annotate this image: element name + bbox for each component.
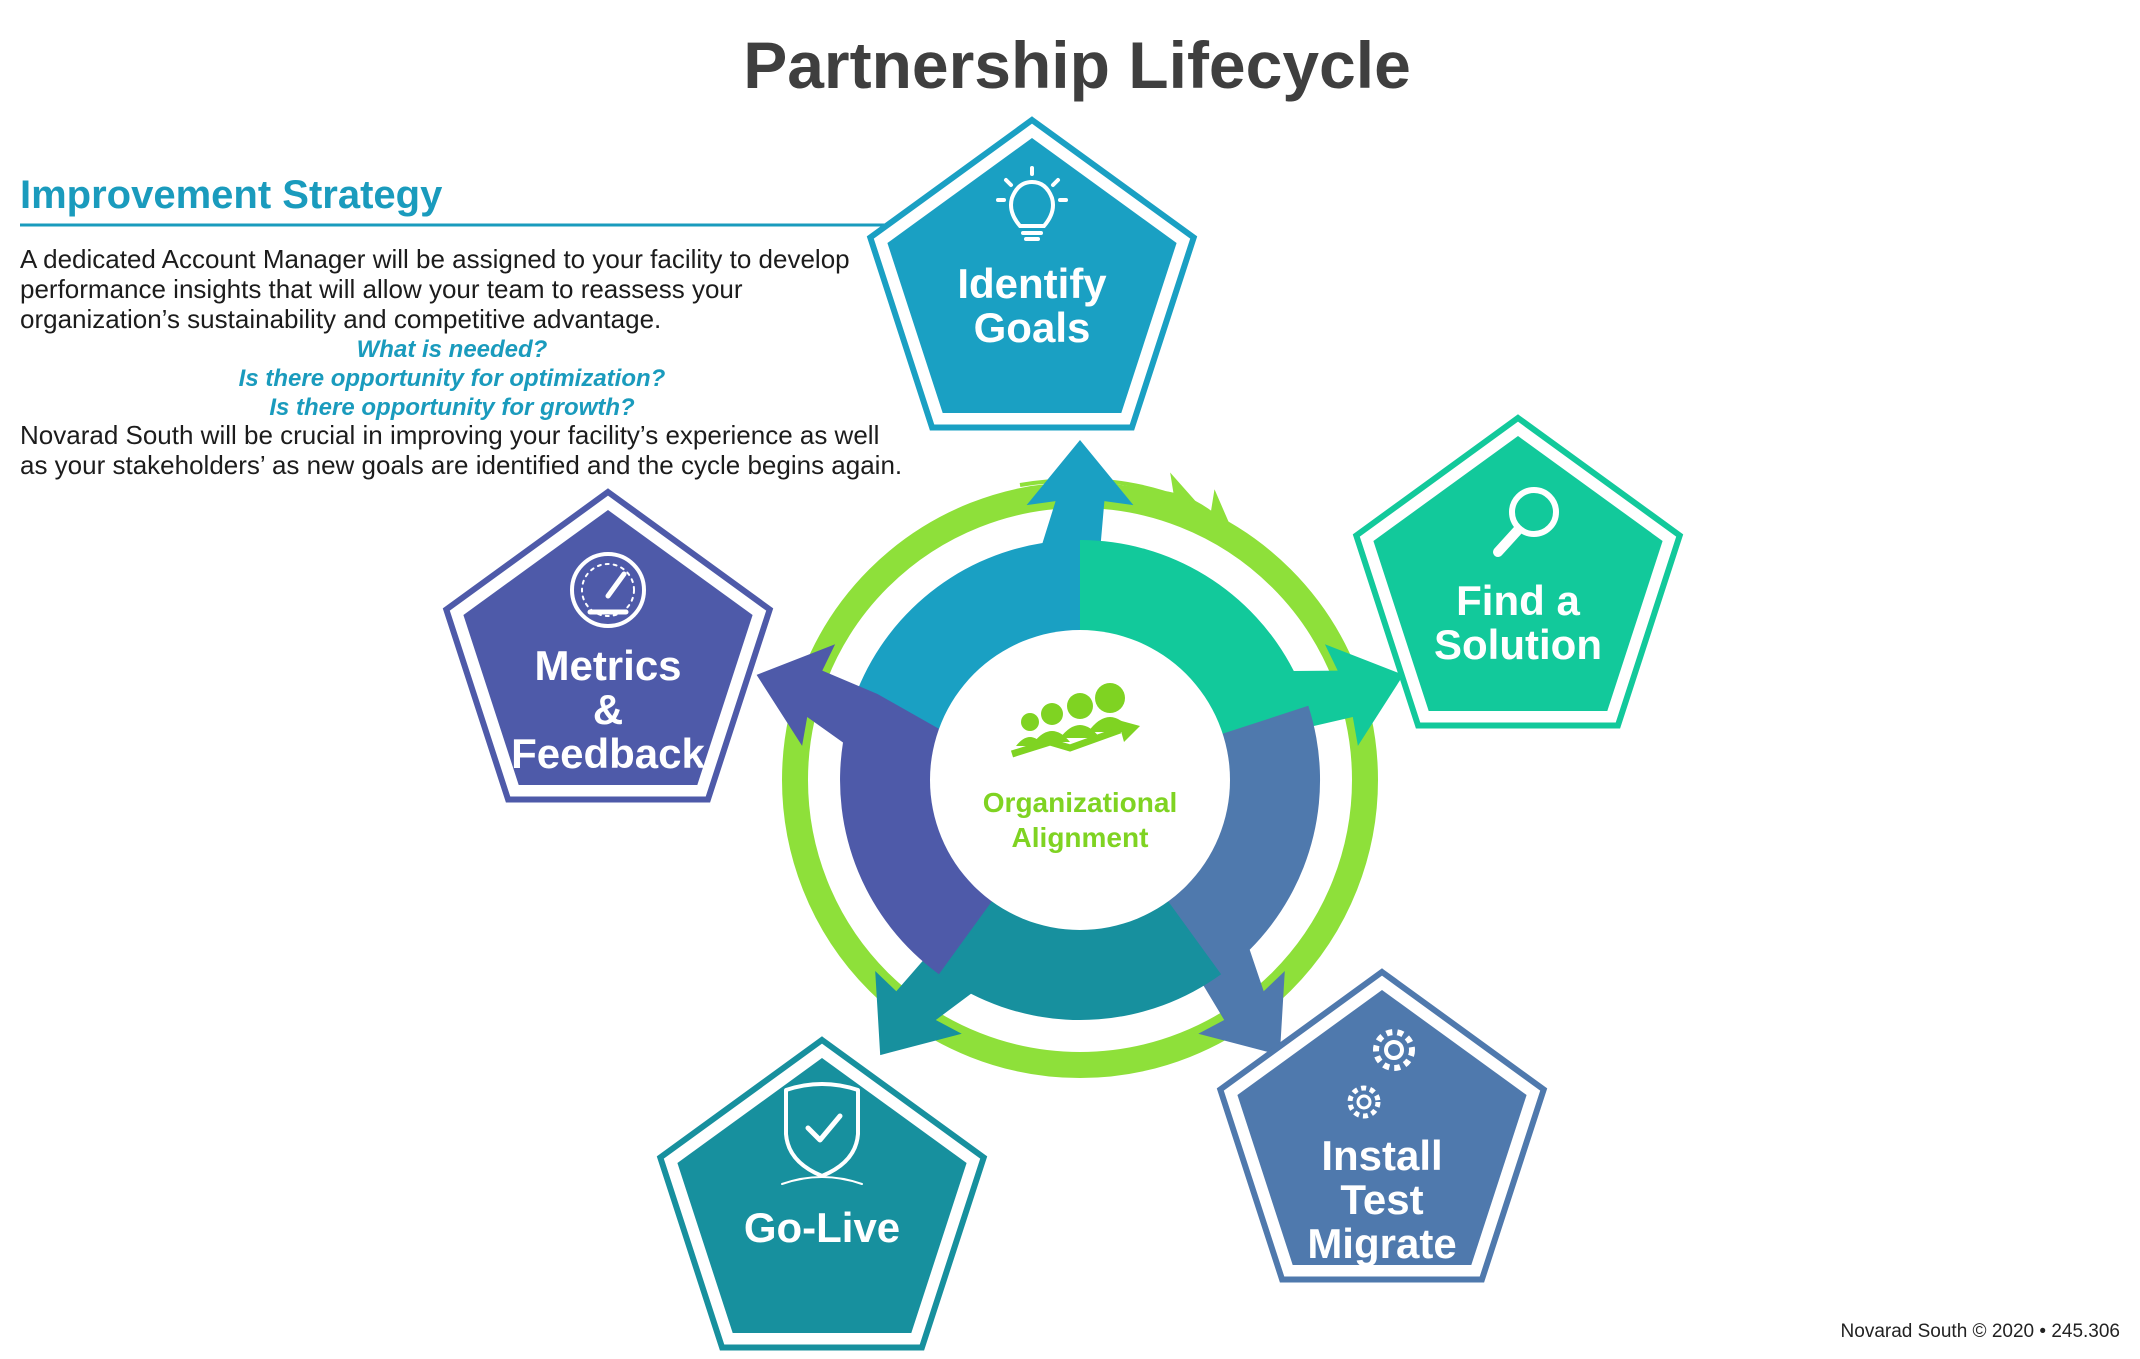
page-title: Partnership Lifecycle	[743, 28, 1411, 102]
stage-label: Feedback	[511, 730, 705, 777]
shield-check-icon	[781, 1082, 863, 1185]
center-disc	[930, 630, 1230, 930]
pentagon-install-test-migrate	[1237, 990, 1527, 1265]
stage-label: Migrate	[1307, 1220, 1456, 1267]
pentagon-go-live	[677, 1058, 967, 1333]
cycle-segments	[756, 440, 1404, 1056]
stage-install-test-migrate: Install Test Migrate	[1307, 1132, 1456, 1267]
strategy-para2-line1: Novarad South will be crucial in improvi…	[20, 420, 879, 450]
strategy-para2-line2: as your stakeholders’ as new goals are i…	[20, 450, 902, 480]
strategy-question-1: What is needed?	[357, 336, 548, 363]
center-label-line1: Organizational	[983, 787, 1177, 818]
stage-identify-goals: Identify Goals	[957, 260, 1107, 351]
pentagon-identify-goals	[887, 138, 1177, 413]
stage-label: Go-Live	[744, 1204, 900, 1251]
pentagon-find-solution	[1373, 436, 1663, 711]
footer-credit: Novarad South © 2020 • 245.306	[1841, 1321, 2120, 1342]
segment-find-solution-arrow	[1080, 540, 1404, 746]
gears-icon	[1347, 1029, 1415, 1119]
center-label-line2: Alignment	[1012, 822, 1149, 853]
gauge-icon	[570, 552, 646, 628]
strategy-question-3: Is there opportunity for growth?	[269, 394, 635, 421]
segment-metrics-feedback-arrow	[756, 644, 1007, 975]
strategy-para1-line1: A dedicated Account Manager will be assi…	[20, 244, 850, 274]
stage-label: Solution	[1434, 621, 1602, 668]
pentagon-metrics-feedback	[463, 510, 753, 785]
stage-pentagons	[442, 116, 1684, 1351]
stage-label: Install	[1321, 1132, 1442, 1179]
stage-label: Goals	[974, 304, 1091, 351]
stage-label: Metrics	[534, 642, 681, 689]
segment-identify-goals-arrow	[851, 440, 1134, 742]
cycle-swoosh-arrow-2	[1119, 489, 1233, 531]
stage-label: &	[593, 686, 623, 733]
strategy-panel: Improvement Strategy A dedicated Account…	[20, 173, 910, 480]
stage-label: Identify	[957, 260, 1107, 307]
stage-label: Find a	[1456, 577, 1580, 624]
stage-label: Test	[1340, 1176, 1423, 1223]
strategy-question-2: Is there opportunity for optimization?	[239, 365, 666, 392]
strategy-heading: Improvement Strategy	[20, 173, 443, 217]
stage-find-solution: Find a Solution	[1434, 577, 1602, 668]
stage-metrics-feedback: Metrics & Feedback	[511, 642, 705, 777]
strategy-para1-line3: organization’s sustainability and compet…	[20, 304, 661, 334]
team-growth-icon	[1010, 683, 1140, 758]
magnifier-icon	[1493, 487, 1559, 557]
strategy-para1-line2: performance insights that will allow you…	[20, 274, 743, 304]
stage-go-live: Go-Live	[744, 1204, 900, 1251]
lightbulb-icon	[996, 166, 1068, 241]
